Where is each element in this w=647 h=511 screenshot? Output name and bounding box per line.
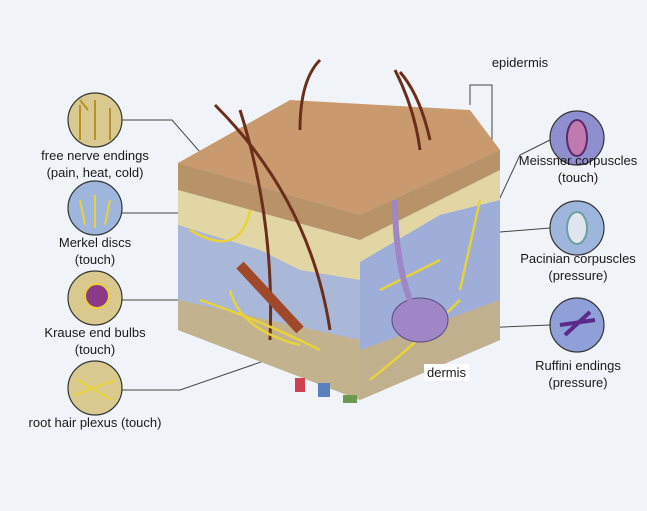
- pacinian-corpuscles-label: Pacinian corpuscles (pressure): [520, 250, 636, 284]
- epidermis-label: epidermis: [491, 55, 549, 70]
- krause-end-bulbs-name: Krause end bulbs: [44, 325, 146, 340]
- merkel-discs-name: Merkel discs: [58, 235, 132, 250]
- pacinian-corpuscles-name: Pacinian corpuscles: [520, 251, 636, 266]
- ruffini-endings-name: Ruffini endings: [535, 358, 621, 373]
- skin-block: [178, 58, 500, 403]
- merkel-discs-label: Merkel discs (touch): [59, 234, 131, 268]
- krause-end-bulbs-label: Krause end bulbs (touch): [44, 324, 145, 358]
- krause-end-bulbs-note: (touch): [74, 342, 116, 357]
- free-nerve-endings-label: free nerve endings (pain, heat, cold): [41, 147, 149, 181]
- meissner-corpuscles-name: Meissner corpuscles: [518, 153, 638, 168]
- meissner-corpuscles-note: (touch): [557, 170, 599, 185]
- pacinian-corpuscles-note: (pressure): [548, 268, 608, 283]
- dermis-label: dermis: [424, 364, 470, 381]
- ruffini-endings-note: (pressure): [548, 375, 608, 390]
- merkel-discs-note: (touch): [74, 252, 116, 267]
- ruffini-endings-label: Ruffini endings (pressure): [535, 357, 621, 391]
- meissner-corpuscles-label: Meissner corpuscles (touch): [519, 152, 638, 186]
- root-hair-plexus-name: root hair plexus (touch): [28, 415, 162, 430]
- free-nerve-endings-name: free nerve endings: [41, 148, 149, 163]
- root-hair-plexus-label: root hair plexus (touch): [29, 414, 162, 431]
- free-nerve-endings-note: (pain, heat, cold): [46, 165, 144, 180]
